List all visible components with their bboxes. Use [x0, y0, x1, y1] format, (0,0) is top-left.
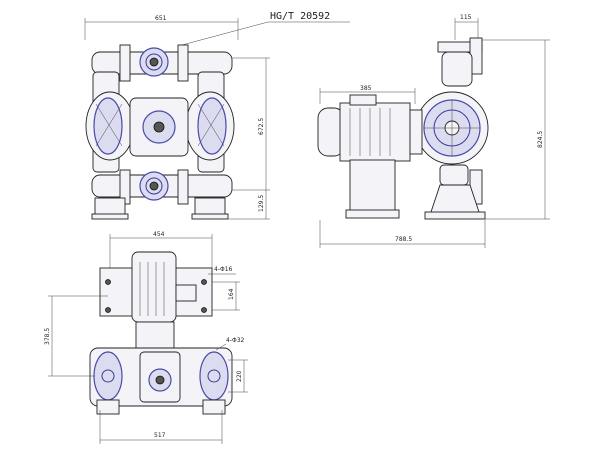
side-view: 115 385 [317, 14, 550, 248]
dim-front-base: 129.5 [258, 195, 265, 212]
plan-view: 454 4-Φ16 164 [44, 231, 248, 444]
dim-front-height: 672.5 [258, 118, 265, 135]
dim-side-height: 824.5 [537, 131, 544, 148]
dim-plan-y1: 164 [228, 288, 235, 300]
dim-plan-bottom: 517 [154, 432, 166, 439]
dim-plan-flange: 4-Φ32 [226, 337, 245, 344]
dim-front-width: 651 [155, 15, 167, 22]
standard-label: HG/T 20592 [270, 11, 330, 22]
front-view: 651 HG/T 20592 [84, 11, 350, 220]
dim-side-motor: 385 [360, 85, 372, 92]
dim-plan-y2: 220 [236, 370, 243, 382]
dim-plan-hole: 4-Φ16 [214, 266, 233, 273]
dim-side-width: 788.5 [395, 236, 412, 243]
dim-plan-width: 454 [153, 231, 165, 238]
dim-plan-left: 378.5 [44, 328, 51, 345]
dim-side-top: 115 [460, 14, 472, 21]
